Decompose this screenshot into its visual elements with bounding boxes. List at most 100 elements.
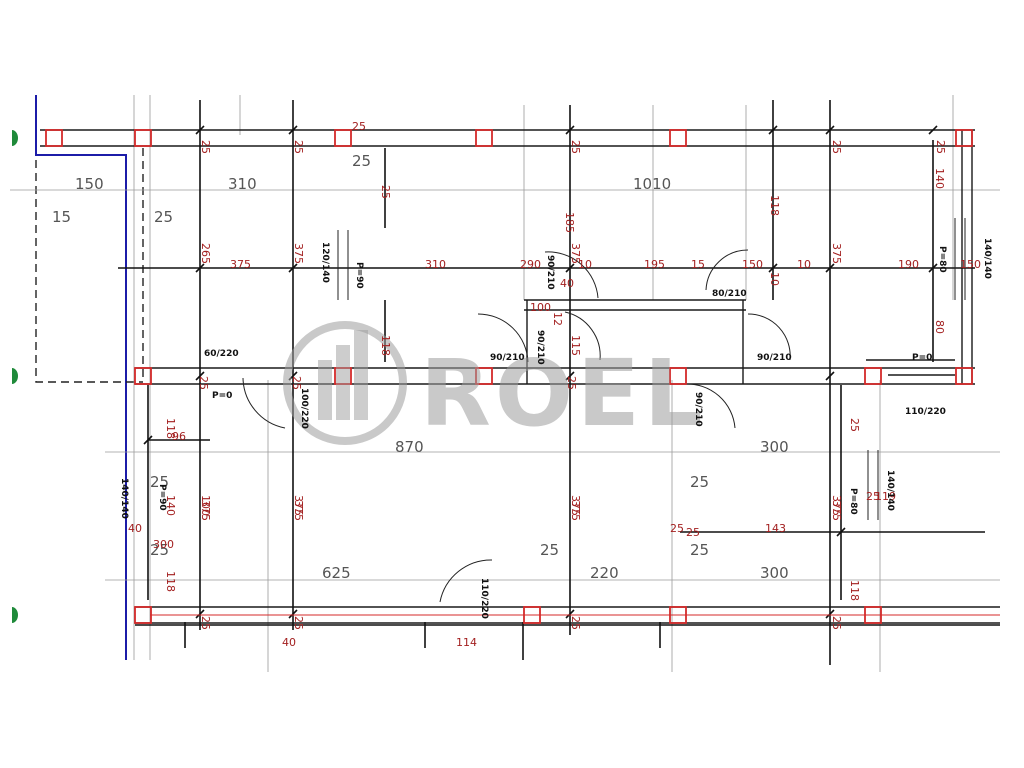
door-label: 110/220 bbox=[479, 578, 489, 619]
red-dimension-label: 140 bbox=[933, 168, 946, 189]
gray-dimension-label: 300 bbox=[760, 564, 789, 582]
door-label: 100/220 bbox=[299, 388, 309, 429]
door-label: 90/210 bbox=[757, 353, 792, 363]
door-swings bbox=[242, 218, 966, 603]
door-label: 140/140 bbox=[119, 478, 129, 519]
door-label: 90/210 bbox=[693, 392, 703, 427]
red-dimension-label: 25 bbox=[199, 616, 212, 630]
red-dimension-label: 25 bbox=[565, 376, 578, 390]
red-dimension-label: 375 bbox=[199, 500, 212, 521]
gray-dimension-label: 25 bbox=[154, 208, 173, 226]
red-dimension-label: 96 bbox=[172, 430, 186, 443]
red-dimension-label: 375 bbox=[230, 258, 251, 271]
red-dimension-label: 25 bbox=[569, 140, 582, 154]
door-label: P=0 bbox=[912, 353, 932, 363]
gray-dimension-label: 25 bbox=[150, 473, 169, 491]
gray-dimension-label: 310 bbox=[228, 175, 257, 193]
red-dimension-label: 118 bbox=[164, 571, 177, 592]
red-dimension-label: 25 bbox=[848, 418, 861, 432]
axis-marker-icon bbox=[12, 130, 18, 146]
gray-dimension-label: 220 bbox=[590, 564, 619, 582]
roel-watermark: ROEL bbox=[283, 321, 707, 447]
red-dimension-label: 265 bbox=[199, 243, 212, 264]
red-dimension-label: 375 bbox=[830, 243, 843, 264]
blue-boundary bbox=[35, 95, 127, 660]
red-dimension-label: 100 bbox=[199, 495, 212, 516]
dim-chains-vertical bbox=[147, 100, 934, 665]
red-dimension-label: 375 bbox=[569, 243, 582, 264]
door-label: 90/210 bbox=[545, 255, 555, 290]
red-dimension-label: 114 bbox=[456, 636, 477, 649]
red-dimension-label: 25 bbox=[830, 616, 843, 630]
red-dimension-label: 25 bbox=[292, 616, 305, 630]
walls bbox=[40, 129, 1000, 624]
red-dimension-label: 40 bbox=[560, 277, 574, 290]
door-label: 110/220 bbox=[905, 407, 946, 417]
red-dimension-label: 25 bbox=[379, 185, 392, 199]
red-dimension-label: 195 bbox=[644, 258, 665, 271]
red-dimension-label: 25 bbox=[199, 140, 212, 154]
door-label: 80/210 bbox=[712, 289, 747, 299]
axis-marker-icon bbox=[12, 607, 18, 623]
red-dimension-label: 10 bbox=[578, 258, 592, 271]
red-dimension-label: 310 bbox=[425, 258, 446, 271]
door-label: P=0 bbox=[212, 391, 232, 401]
door-label: 140/140 bbox=[885, 470, 895, 511]
axis-marker-icon bbox=[12, 368, 18, 384]
red-dimension-label: 10 bbox=[797, 258, 811, 271]
red-dimension-label: 375 bbox=[292, 495, 305, 516]
red-dimension-label: 25 bbox=[934, 140, 947, 154]
red-dimension-label: 15 bbox=[691, 258, 705, 271]
red-dimension-label: 300 bbox=[153, 538, 174, 551]
watermark-text: ROEL bbox=[420, 340, 707, 447]
door-label: 60/220 bbox=[204, 349, 239, 359]
red-dimension-label: 143 bbox=[765, 522, 786, 535]
red-dimension-label: 100 bbox=[530, 301, 551, 314]
red-dimension-label: 185 bbox=[563, 212, 576, 233]
gray-dimension-label: 15 bbox=[52, 208, 71, 226]
red-dimension-label: 375 bbox=[569, 500, 582, 521]
red-dimension-label: 150 bbox=[960, 258, 981, 271]
red-dimension-label: 25 bbox=[290, 376, 303, 390]
door-label: P=80 bbox=[937, 246, 947, 273]
logo-building-icon bbox=[318, 330, 368, 420]
red-dimension-label: 118 bbox=[768, 195, 781, 216]
gray-dimension-label: 1010 bbox=[633, 175, 671, 193]
red-dimension-label: 25 bbox=[352, 120, 366, 133]
red-dimension-label: 10 bbox=[768, 272, 781, 286]
door-label: 140/140 bbox=[982, 238, 992, 279]
red-dimension-label: 118 bbox=[379, 335, 392, 356]
gray-dimension-label: 25 bbox=[690, 473, 709, 491]
red-dimension-label: 118 bbox=[848, 580, 861, 601]
red-dimension-label: 25 bbox=[670, 522, 684, 535]
door-label: 120/140 bbox=[320, 242, 330, 283]
red-dimension-label: 40 bbox=[282, 636, 296, 649]
door-label: 90/210 bbox=[490, 353, 525, 363]
red-dimension-label: 375 bbox=[830, 500, 843, 521]
red-dimension-label: 375 bbox=[569, 495, 582, 516]
door-label: P=90 bbox=[354, 262, 364, 289]
red-dimension-label: 12 bbox=[551, 312, 564, 326]
door-label: 90/210 bbox=[535, 330, 545, 365]
red-dimension-label: 25 bbox=[866, 490, 880, 503]
red-dimension-label: 25 bbox=[830, 140, 843, 154]
red-dimension-label: 40 bbox=[128, 522, 142, 535]
door-label: P=90 bbox=[157, 484, 167, 511]
red-dimension-label: 80 bbox=[933, 320, 946, 334]
margin-markers bbox=[12, 130, 18, 623]
logo-ring-icon bbox=[283, 321, 407, 445]
gray-dimension-label: 300 bbox=[760, 438, 789, 456]
dim-chains-horizontal bbox=[118, 267, 1000, 626]
gray-dimension-label: 25 bbox=[540, 541, 559, 559]
red-dimension-label: 150 bbox=[742, 258, 763, 271]
red-dimension-label: 25 bbox=[686, 526, 700, 539]
gray-dimension-label: 25 bbox=[352, 152, 371, 170]
red-dimension-label: 375 bbox=[830, 495, 843, 516]
red-dimension-label: 375 bbox=[292, 500, 305, 521]
red-dimension-label: 290 bbox=[520, 258, 541, 271]
gray-dimension-label: 25 bbox=[690, 541, 709, 559]
